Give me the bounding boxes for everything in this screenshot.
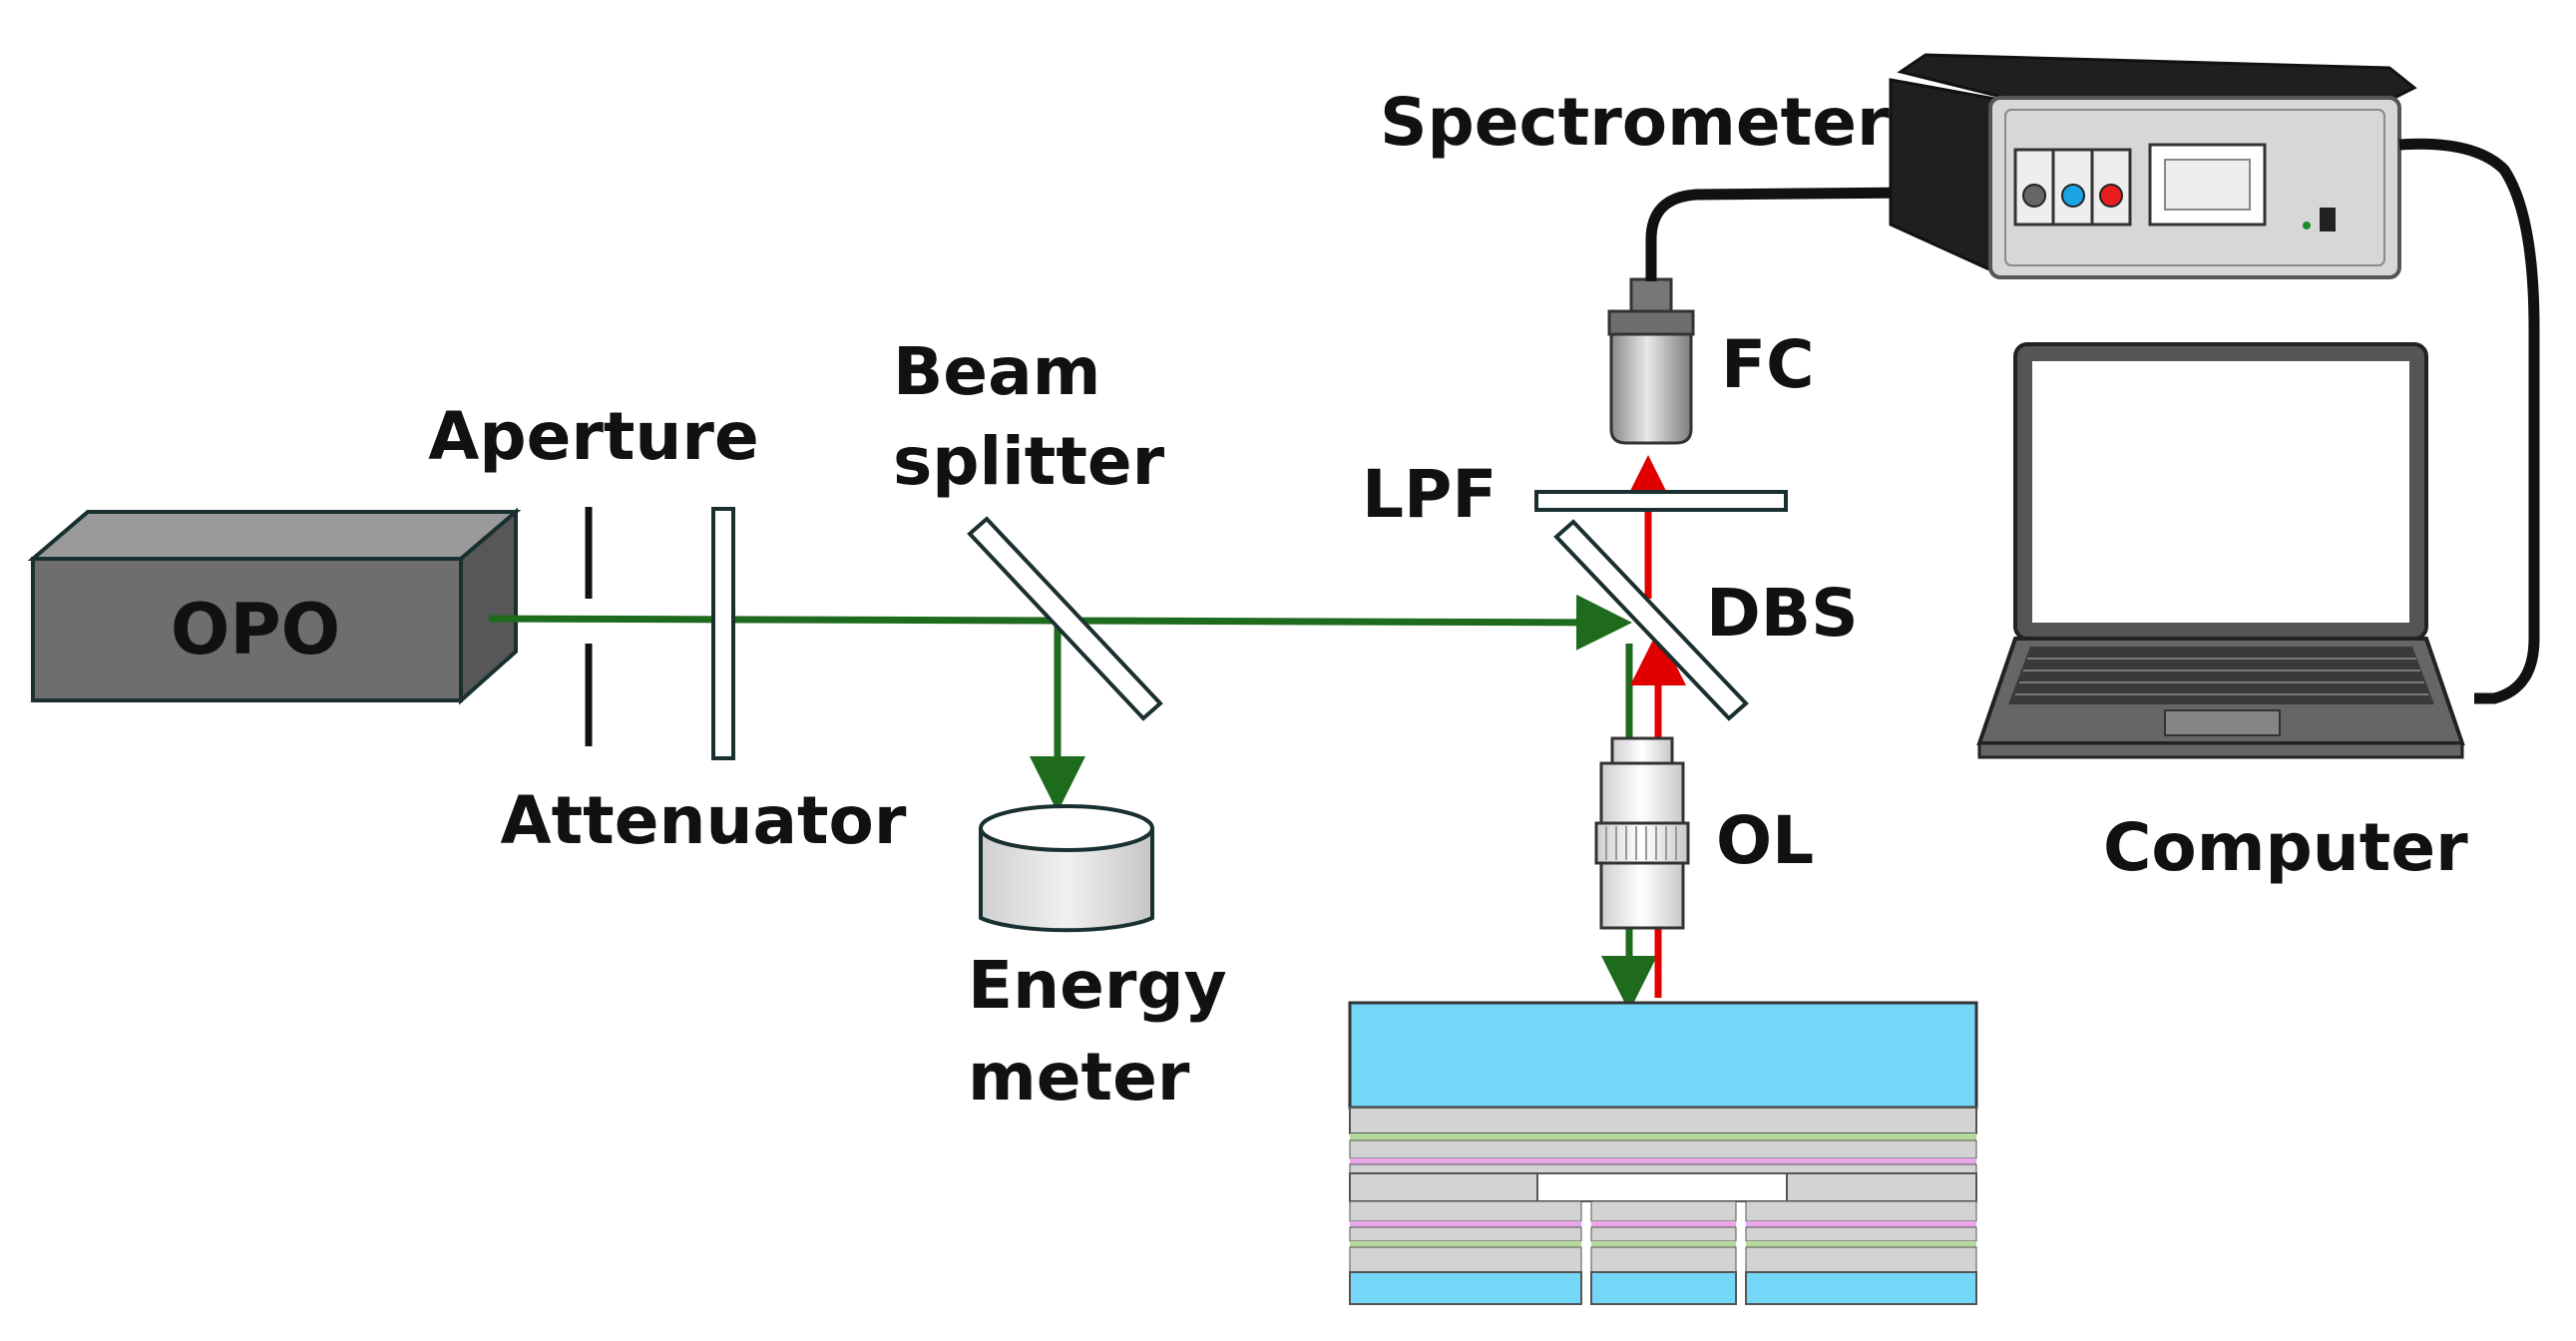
ol-label: OL [1716,802,1814,879]
computer-label: Computer [2103,809,2468,886]
spectrometer-device [1889,53,2417,279]
attenuator-plate [711,507,735,760]
fc-label: FC [1721,326,1815,403]
fiber-coupler [1607,277,1695,445]
lpf-label: LPF [1362,456,1498,533]
layered-sample-chip [1348,1001,1978,1305]
fiber-cable [1645,187,1917,281]
objective-lens [1594,736,1690,930]
laptop-computer [1976,342,2465,759]
dbs-label: DBS [1706,575,1859,652]
spectrometer-label: Spectrometer [1380,84,1890,161]
long-pass-filter-plate [1534,490,1788,512]
beam-splitter-label-line1: Beam [893,333,1100,410]
opo-laser-box [27,507,522,705]
energy-meter-cylinder [979,804,1154,933]
beam-splitter-label-line2: splitter [893,423,1165,500]
energy-meter-label-line1: Energy [968,947,1227,1024]
beam-splitter-plate [967,516,1163,721]
energy-meter-label-line2: meter [968,1039,1190,1116]
dichroic-beam-splitter-plate [1553,519,1749,721]
opo-label: OPO [171,589,340,670]
attenuator-label: Attenuator [501,782,907,859]
computer-cable [2398,138,2540,704]
aperture-label: Aperture [428,398,758,475]
